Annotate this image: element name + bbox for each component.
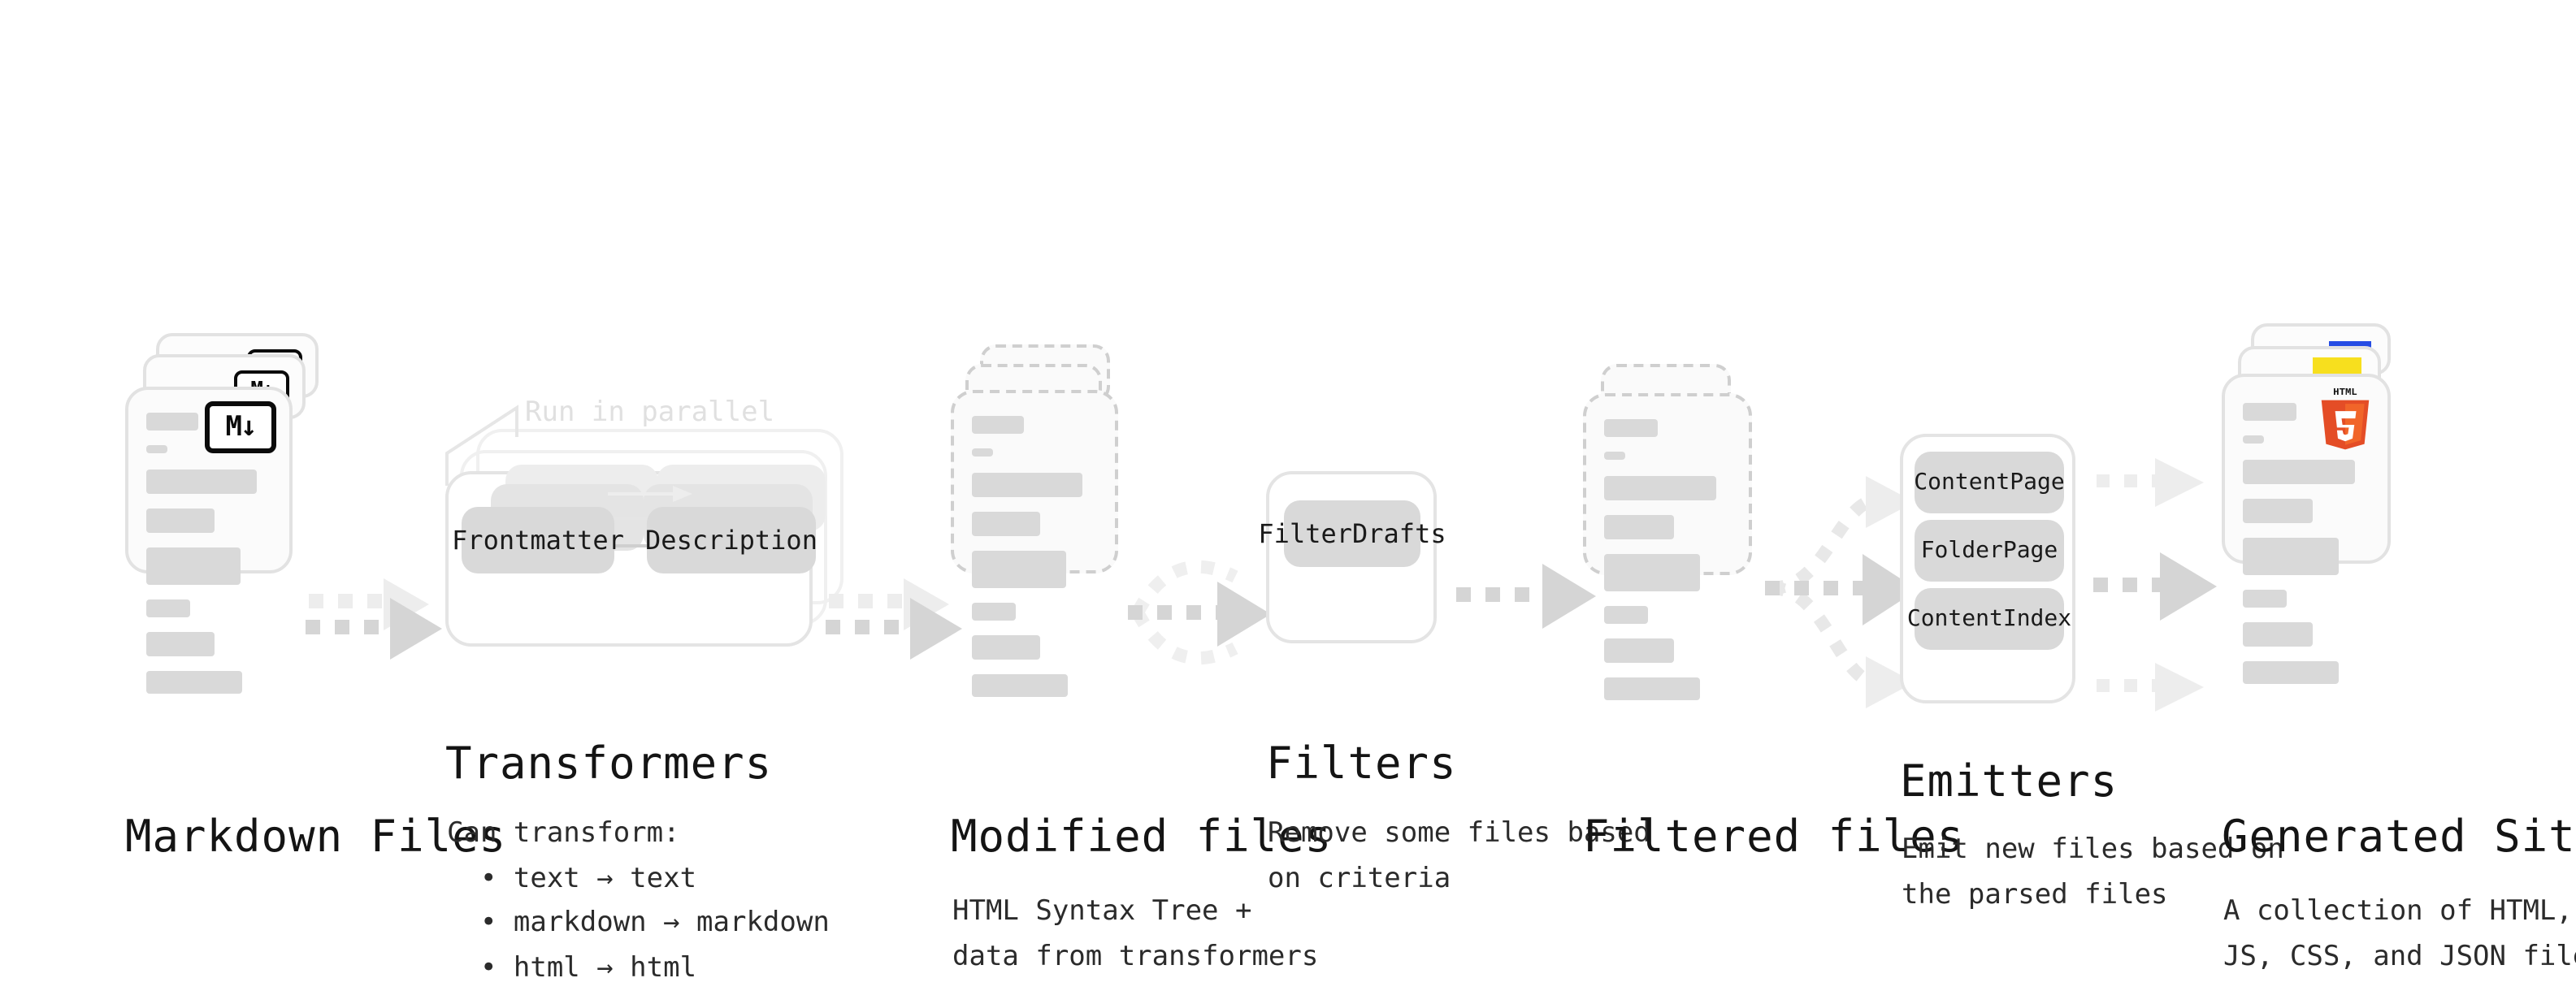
modified-card-body [954,393,1115,697]
emitter-pill-folderpage[interactable]: FolderPage [1915,520,2064,582]
skeleton-title-bar [2243,403,2296,421]
skeleton-meta-bar [2243,435,2265,444]
skeleton-bar [972,635,1041,660]
skeleton-bar [1604,606,1649,624]
skeleton-bar [2243,661,2340,684]
generated-site-subtitle: A collection of HTML, JS, CSS, and JSON … [2223,895,2576,973]
arrow-emitters-to-site [2093,458,2217,712]
transformers-title: Transformers [445,739,773,790]
skeleton-bar [1604,515,1674,539]
emitter-pill-contentpage[interactable]: ContentPage [1914,452,2065,513]
markdown-badge: M↓ [205,401,276,453]
run-in-parallel-bracket [445,405,518,486]
skeleton-bar [2243,460,2355,484]
skeleton-bar [1604,638,1674,663]
modified-files-subtitle: HTML Syntax Tree + data from transformer… [952,895,1319,973]
skeleton-bar [972,512,1041,536]
skeleton-bar [146,599,190,617]
pipeline-diagram: M↓ M↓ M↓ Markdown Files [125,323,2576,984]
transformer-pill-description[interactable]: Description [645,507,817,573]
skeleton-bar [146,671,242,694]
skeleton-title-bar [972,416,1025,434]
skeleton-bar [146,547,241,585]
skeleton-bar [972,603,1016,621]
skeleton-bar [146,470,257,494]
filtered-card [1583,393,1752,700]
arrow-filters-to-filtered [1456,564,1596,629]
run-in-parallel-label: Run in parallel [525,396,775,429]
arrow-modified-to-filters [1128,560,1271,665]
skeleton-meta-bar [146,445,168,453]
arrow-markdown-to-transformers [306,578,442,660]
filter-pill-filterdrafts[interactable]: FilterDrafts [1258,500,1446,567]
skeleton-bar [2243,538,2338,575]
skeleton-bar [1604,476,1716,500]
site-card: HTML [2222,374,2391,684]
filtered-card-body [1586,396,1749,700]
generated-site-title: Generated Site [2222,812,2576,863]
skeleton-bar [972,473,1082,497]
skeleton-bar [146,632,215,656]
svg-text:HTML: HTML [2333,387,2357,398]
emitters-title: Emitters [1900,757,2118,807]
transformer-pill-frontmatter[interactable]: Frontmatter [452,507,624,573]
filters-title: Filters [1266,739,1457,790]
site-card-body [2225,377,2387,684]
markdown-card: M↓ [125,387,293,694]
skeleton-bar [2243,499,2313,523]
skeleton-bar [1604,677,1701,700]
transformers-subtitle: Can transform: • text → text • markdown … [447,817,830,985]
skeleton-meta-bar [1604,452,1626,460]
skeleton-bar [146,508,215,533]
skeleton-bar [1604,554,1699,591]
skeleton-title-bar [1604,419,1658,437]
skeleton-bar [2243,590,2288,608]
emitter-pill-contentindex[interactable]: ContentIndex [1907,588,2071,650]
arrow-transformers-to-modified [826,578,962,660]
skeleton-bar [972,674,1068,697]
html5-badge: HTML [2321,387,2370,450]
skeleton-title-bar [146,413,199,431]
skeleton-bar [972,551,1066,588]
modified-card [951,390,1118,697]
skeleton-meta-bar [972,448,994,457]
skeleton-bar [2243,622,2313,647]
